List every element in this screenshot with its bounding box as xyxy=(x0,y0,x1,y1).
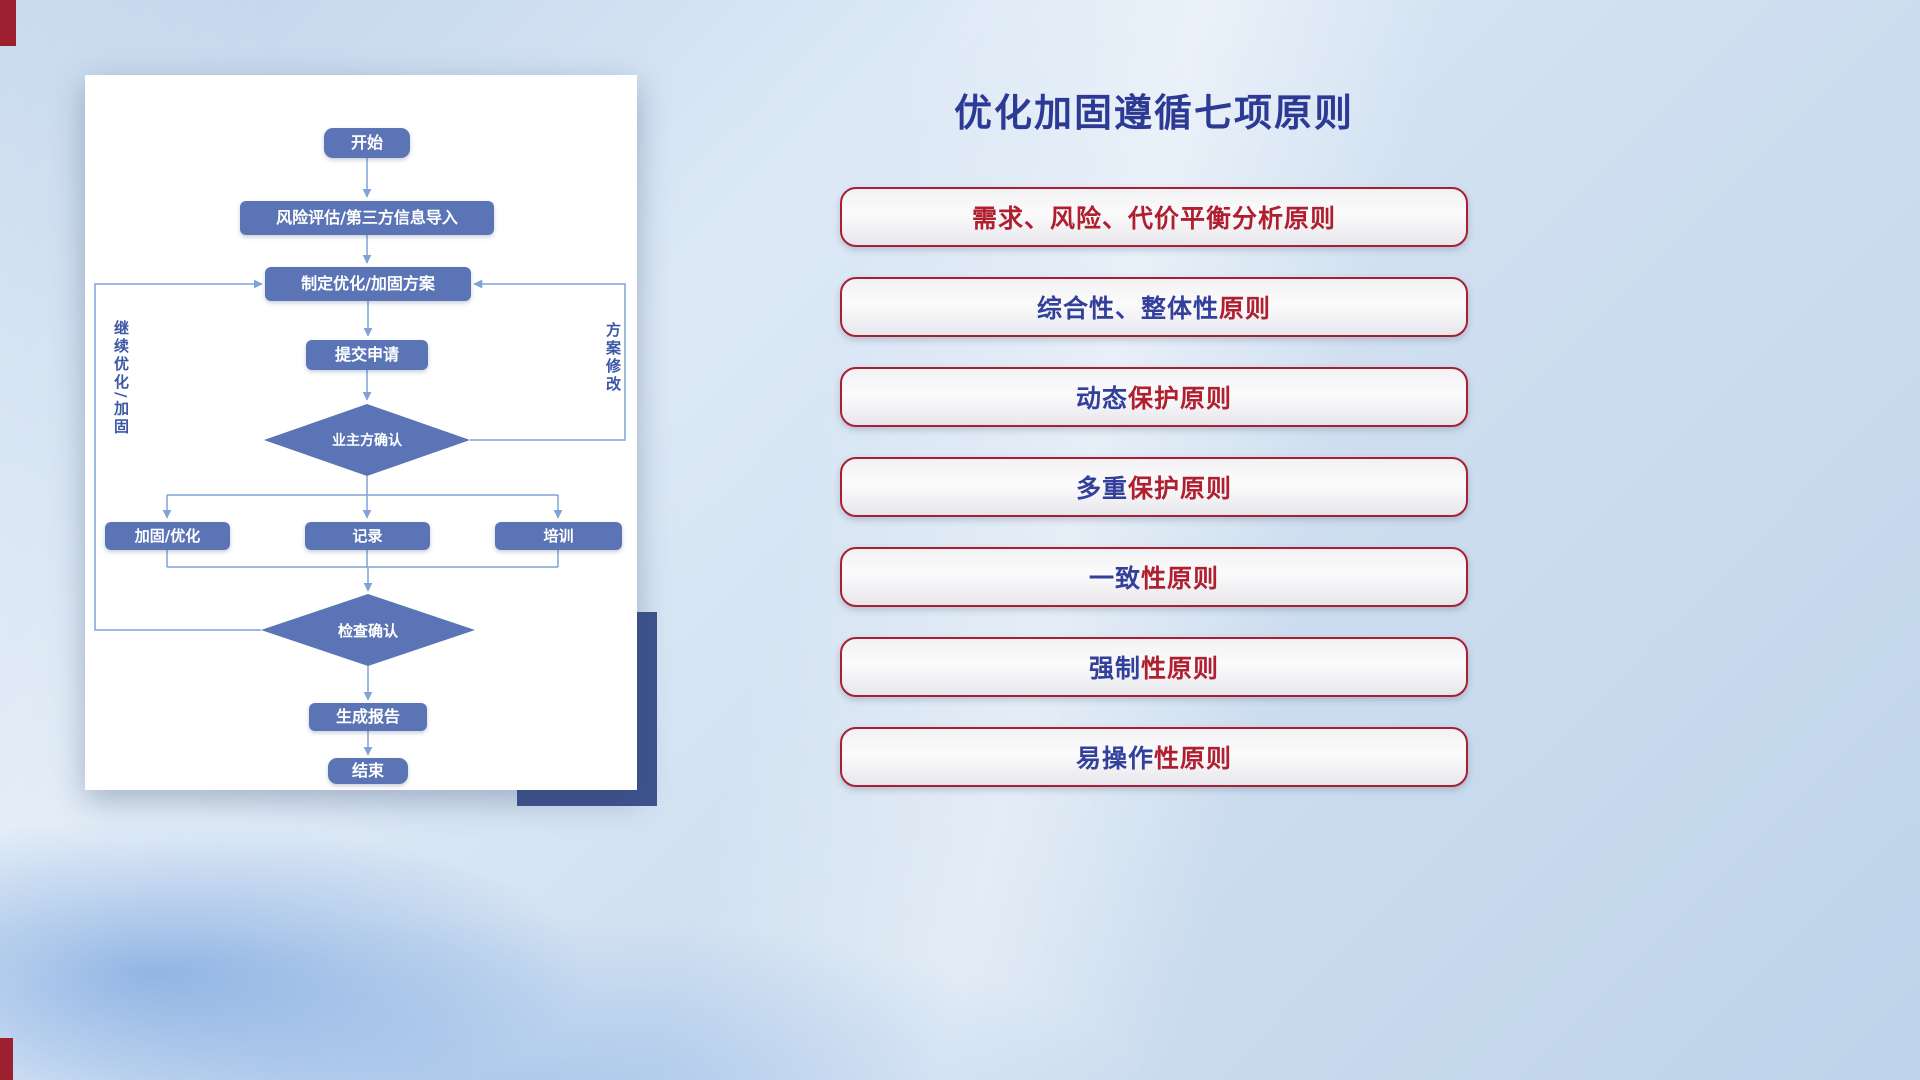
principle-pill: 多重保护原则 xyxy=(840,457,1468,517)
flow-node-start: 开始 xyxy=(324,128,410,158)
principle-label-segment: 一致 xyxy=(1088,564,1141,593)
principle-label-segment: 性原则 xyxy=(1141,654,1220,683)
corner-accent-top xyxy=(0,0,16,46)
principle-label-segment: 保护原则 xyxy=(1128,474,1233,503)
principle-pill: 易操作性原则 xyxy=(840,727,1468,787)
principle-label-segment: 保护原则 xyxy=(1128,384,1233,413)
principle-pill: 强制性原则 xyxy=(840,637,1468,697)
flow-node-check-confirm: 检查确认 xyxy=(261,594,475,666)
flow-node-risk-import: 风险评估/第三方信息导入 xyxy=(240,201,494,235)
principle-pill: 需求、风险、代价平衡分析原则 xyxy=(840,187,1468,247)
principle-label-segment: 多重 xyxy=(1075,474,1128,503)
principle-label-segment: 性原则 xyxy=(1141,564,1220,593)
principle-label-segment: 原则 xyxy=(1219,294,1272,323)
flow-node-make-plan: 制定优化/加固方案 xyxy=(265,267,471,301)
principle-label-segment: 需求、风险、代价平衡分析原则 xyxy=(971,204,1336,233)
flow-node-record: 记录 xyxy=(305,522,430,550)
flow-label-plan-modify: 方案修改 xyxy=(604,322,622,394)
flowchart-card: 开始 风险评估/第三方信息导入 制定优化/加固方案 提交申请 业主方确认 加固/… xyxy=(85,75,637,790)
principles-panel: 优化加固遵循七项原则 需求、风险、代价平衡分析原则综合性、整体性原则动态保护原则… xyxy=(840,88,1468,817)
principle-label-segment: 动态 xyxy=(1075,384,1128,413)
principle-pill: 一致性原则 xyxy=(840,547,1468,607)
page-title: 优化加固遵循七项原则 xyxy=(953,91,1354,135)
flow-node-owner-confirm: 业主方确认 xyxy=(264,404,470,476)
flow-node-submit: 提交申请 xyxy=(306,340,428,370)
principle-pill: 动态保护原则 xyxy=(840,367,1468,427)
flow-node-end: 结束 xyxy=(328,758,408,784)
principle-label-segment: 综合性、整体性 xyxy=(1036,294,1219,323)
flow-node-harden-optimize: 加固/优化 xyxy=(105,522,230,550)
principle-label-segment: 易操作 xyxy=(1075,744,1154,773)
principles-list: 需求、风险、代价平衡分析原则综合性、整体性原则动态保护原则多重保护原则一致性原则… xyxy=(840,187,1468,787)
flow-label-continue-loop: 继续优化/加固 xyxy=(112,320,130,437)
principle-label-segment: 强制 xyxy=(1088,654,1141,683)
flow-node-report: 生成报告 xyxy=(309,703,427,731)
principle-label-segment: 性原则 xyxy=(1154,744,1233,773)
flow-node-training: 培训 xyxy=(495,522,622,550)
principle-pill: 综合性、整体性原则 xyxy=(840,277,1468,337)
corner-accent-bottom xyxy=(0,1038,13,1080)
